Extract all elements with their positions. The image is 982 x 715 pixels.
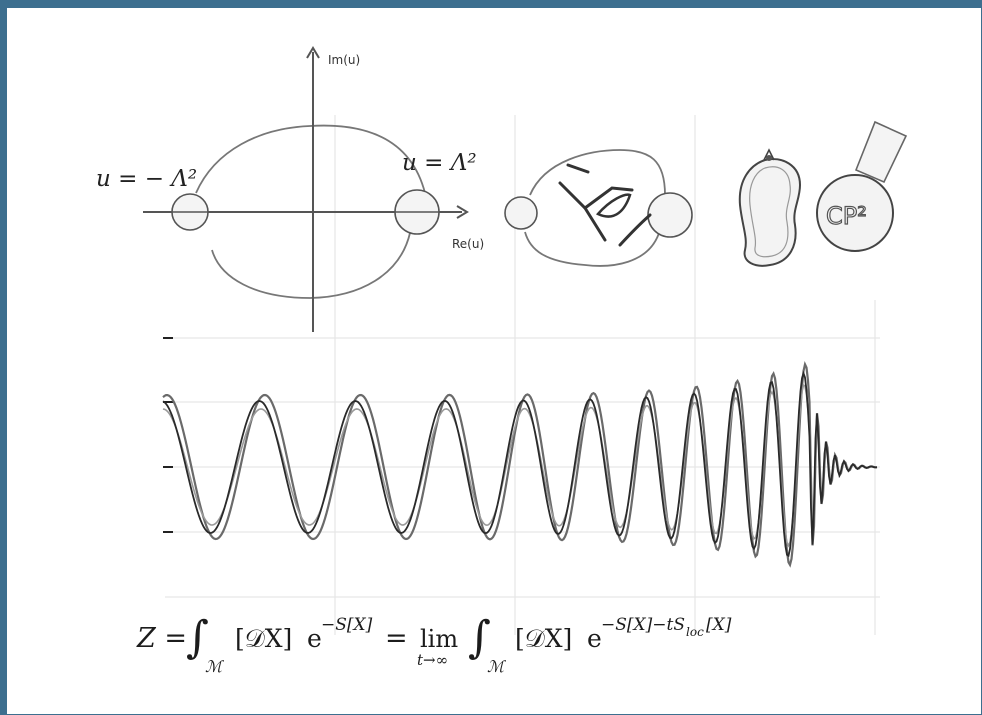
u-plane: Im(u) Re(u) u = − Λ² u = Λ² <box>96 46 484 332</box>
formula-lhs: Z = <box>136 623 187 654</box>
exponent-2-tail: [X] <box>706 615 732 635</box>
integral-sign-2: ∫ <box>468 612 491 663</box>
bean-inner-outline <box>749 166 791 258</box>
imaginary-axis-arrow-icon <box>306 46 320 59</box>
graph-edge <box>558 181 634 210</box>
graph-edge <box>618 213 652 247</box>
point-label-left: u = − Λ² <box>96 166 197 192</box>
measure-2: [𝒟X] <box>515 624 572 653</box>
real-axis-label: Re(u) <box>452 237 484 251</box>
exponent-2-subscript: loc <box>686 625 704 639</box>
gravitational-waveform <box>162 361 878 568</box>
graph-loop <box>595 193 632 218</box>
cp2-label: CP² <box>826 202 867 230</box>
bean-outline <box>738 158 802 267</box>
point-label-right: u = Λ² <box>402 150 477 176</box>
waveform-ticks <box>163 337 173 533</box>
exp-base-2: e <box>587 624 602 653</box>
measure-1: [𝒟X] <box>235 624 292 653</box>
exponent-1: −S[X] <box>321 615 373 635</box>
partition-function-formula: Z = ∫ ℳ [𝒟X] e −S[X] = lim t→∞ ∫ ℳ [𝒟X] … <box>136 612 732 676</box>
integral-sign-1: ∫ <box>186 612 209 663</box>
formula-equals: = <box>385 623 408 654</box>
exp-base-1: e <box>307 624 322 653</box>
bean-surface <box>738 148 802 267</box>
limit-label: lim <box>420 625 458 653</box>
lower-arc <box>211 232 411 299</box>
waveform-trace <box>162 370 878 558</box>
bean-marked-point <box>766 155 772 161</box>
upper-arc <box>195 124 426 194</box>
graph-edge <box>566 163 590 174</box>
cp2-handle <box>854 120 908 184</box>
integral-domain-1: ℳ <box>205 657 225 676</box>
imaginary-axis-label: Im(u) <box>328 53 360 67</box>
exponent-2: −S[X]−tS <box>601 615 685 635</box>
real-axis-arrow-icon <box>456 205 469 219</box>
curve-puncture-left <box>504 196 538 230</box>
spectral-curve <box>504 149 693 267</box>
integral-domain-2: ℳ <box>487 657 507 676</box>
grid-lines <box>165 115 880 635</box>
cp2-surface: CP² <box>816 120 908 252</box>
limit-subscript: t→∞ <box>417 651 448 669</box>
curve-lower-arc <box>524 229 661 267</box>
graph-edge <box>583 206 607 242</box>
waveform-trace <box>162 361 878 568</box>
cp2-disk <box>816 174 894 252</box>
curve-puncture-right <box>647 192 693 238</box>
curve-upper-arc <box>529 149 666 196</box>
